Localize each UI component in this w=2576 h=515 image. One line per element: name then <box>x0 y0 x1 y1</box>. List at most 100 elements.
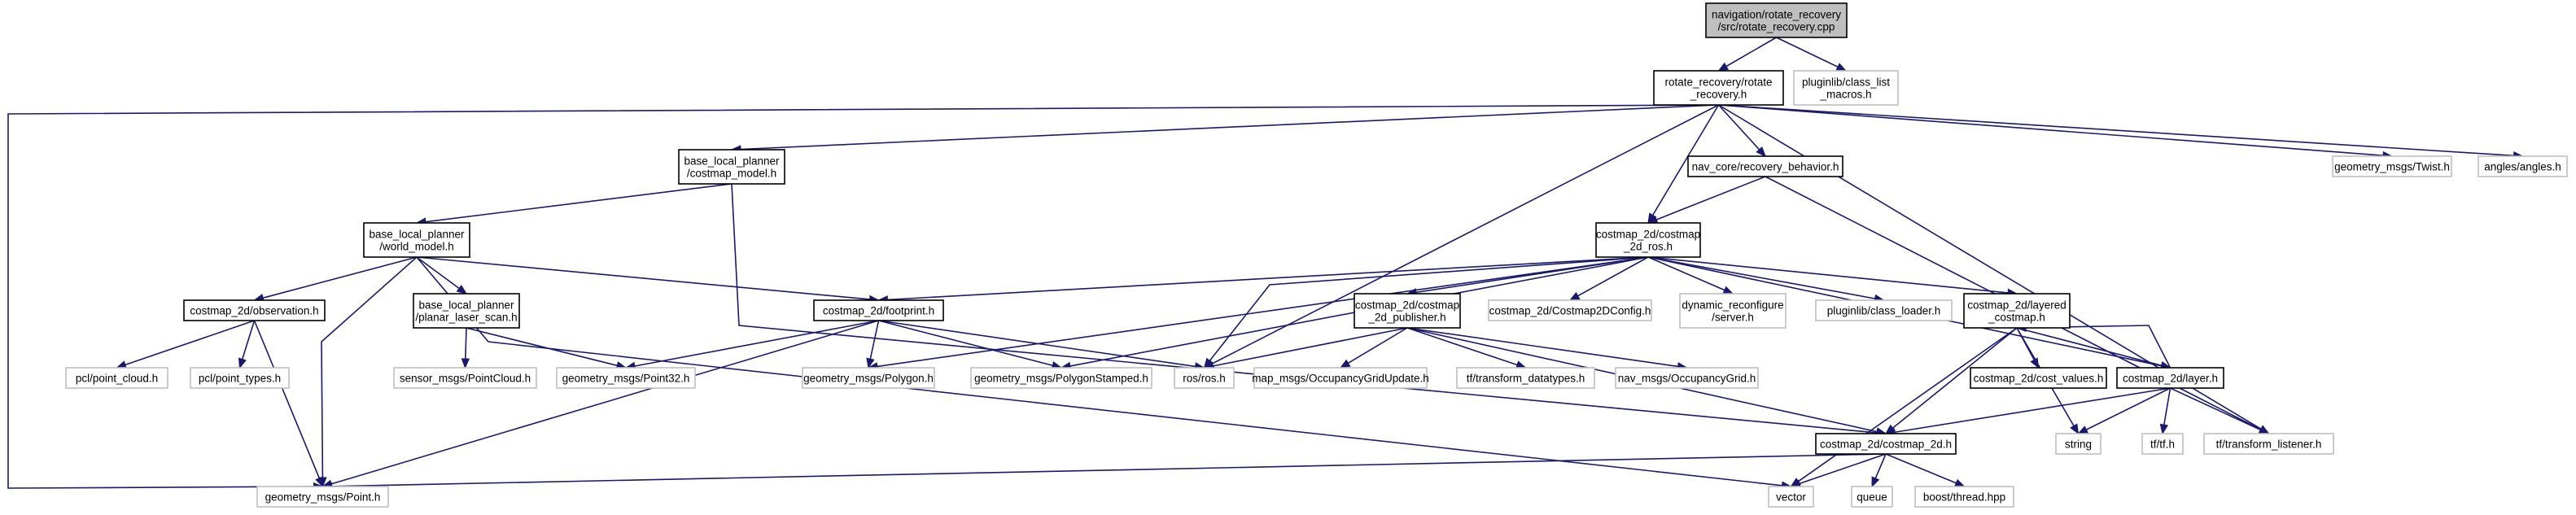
node-box <box>813 299 944 321</box>
edge-costmap_pub-to-ros_h <box>1213 327 1408 367</box>
node-box <box>1815 433 1957 455</box>
edge-layered_costmap-to-costmap_2d <box>1892 327 2018 429</box>
node-label: vector <box>1776 491 1806 504</box>
arrowhead-footprint-to-polygon <box>866 357 875 369</box>
node-label: costmap_2d/Costmap2DConfig.h <box>1489 305 1651 317</box>
node-polygon-stamped[interactable]: geometry_msgs/PolygonStamped.h <box>970 367 1152 389</box>
node-label: angles/angles.h <box>2484 161 2561 173</box>
edge-footprint-to-point32 <box>634 320 879 367</box>
node-label: costmap_2d/observation.h <box>190 305 318 317</box>
node-box <box>65 367 168 389</box>
node-box <box>1653 70 1784 106</box>
node-box <box>1687 155 1843 177</box>
edge-costmap_pub-to-occ_update <box>1348 327 1408 364</box>
node-occ-grid[interactable]: nav_msgs/OccupancyGrid.h <box>1615 367 1759 389</box>
edge-layer-to-string <box>2086 387 2171 430</box>
node-observation[interactable]: costmap_2d/observation.h <box>183 299 326 321</box>
node-label: map_msgs/OccupancyGridUpdate.h <box>1252 373 1429 385</box>
node-label: /planar_laser_scan.h <box>415 312 517 324</box>
edge-blp_costmap_model-to-costmap_2d <box>731 183 1878 434</box>
edge-layer-to-costmap_2d <box>1894 387 2171 434</box>
node-label: /world_model.h <box>379 241 454 253</box>
node-pluginlib-cl[interactable]: pluginlib/class_list_macros.h <box>1793 70 1899 106</box>
node-blp-world-model[interactable]: base_local_planner/world_model.h <box>363 222 470 258</box>
node-label: ros/ros.h <box>1183 373 1226 385</box>
edge-blp_world_model-to-blp_pls <box>416 256 460 290</box>
arrowhead-observation-to-point_h <box>315 476 324 488</box>
node-label: _2d_publisher.h <box>1367 312 1445 324</box>
node-blp-costmap-model[interactable]: base_local_planner/costmap_model.h <box>678 149 785 185</box>
node-tf-datatypes[interactable]: tf/transform_datatypes.h <box>1456 367 1595 389</box>
edge-costmap_pub-to-occ_grid <box>1406 327 1678 368</box>
node-sensor-pc[interactable]: sensor_msgs/PointCloud.h <box>393 367 537 389</box>
edge-layer-to-tf_listener <box>2170 387 2261 431</box>
edge-observation-to-point_h <box>253 320 321 479</box>
node-box <box>1793 70 1899 106</box>
node-queue[interactable]: queue <box>1851 486 1893 508</box>
node-occ-update[interactable]: map_msgs/OccupancyGridUpdate.h <box>1252 367 1429 389</box>
arrowhead-rr_h-to-nav_core_rb <box>1756 146 1766 157</box>
node-box <box>1815 299 1953 321</box>
node-point-h[interactable]: geometry_msgs/Point.h <box>256 486 389 508</box>
node-label: dynamic_reconfigure <box>1682 299 1783 312</box>
node-label: sensor_msgs/PointCloud.h <box>400 373 531 385</box>
node-label: geometry_msgs/Point.h <box>265 491 381 504</box>
node-box <box>256 486 389 508</box>
node-box <box>2203 433 2334 455</box>
node-twist[interactable]: geometry_msgs/Twist.h <box>2332 155 2452 177</box>
node-boost-thread[interactable]: boost/thread.hpp <box>1914 486 2014 508</box>
node-c2d-config[interactable]: costmap_2d/Costmap2DConfig.h <box>1488 299 1652 321</box>
node-box <box>1253 367 1428 389</box>
node-angles[interactable]: angles/angles.h <box>2478 155 2568 177</box>
node-ros-h[interactable]: ros/ros.h <box>1174 367 1235 389</box>
node-label: tf/tf.h <box>2150 439 2175 451</box>
node-box <box>1851 486 1893 508</box>
arrowhead-layer-to-tf_h <box>2159 423 2169 435</box>
edge-layer-to-tf_h <box>2163 387 2171 426</box>
edge-footprint-to-polygon <box>869 320 880 360</box>
edge-costmap_ros-to-ros_h <box>1209 256 1649 361</box>
node-vector[interactable]: vector <box>1768 486 1814 508</box>
node-costmap-pub[interactable]: costmap_2d/costmap_2d_publisher.h <box>1354 293 1461 329</box>
edge-blp_world_model-to-vector <box>416 256 1782 487</box>
node-rr-h[interactable]: rotate_recovery/rotate_recovery.h <box>1653 70 1784 106</box>
node-nav-core-rb[interactable]: nav_core/recovery_behavior.h <box>1687 155 1843 177</box>
node-layered-costmap[interactable]: costmap_2d/layered_costmap.h <box>1963 293 2071 329</box>
edge-observation-to-pcl_pt <box>241 320 256 360</box>
node-label: navigation/rotate_recovery <box>1712 9 1841 21</box>
node-box <box>2332 155 2452 177</box>
edge-costmap_2d-to-queue <box>1874 453 1887 479</box>
node-tf-listener[interactable]: tf/transform_listener.h <box>2203 433 2334 455</box>
node-pl-class-loader[interactable]: pluginlib/class_loader.h <box>1815 299 1953 321</box>
node-blp-pls[interactable]: base_local_planner/planar_laser_scan.h <box>413 293 520 329</box>
node-costmap-ros[interactable]: costmap_2d/costmap_2d_ros.h <box>1595 222 1701 258</box>
node-label: pcl/point_types.h <box>199 373 281 385</box>
arrowhead-root-to-rr_h <box>1717 62 1730 72</box>
node-label: costmap_2d/layered <box>1967 299 2066 312</box>
node-pcl-pt[interactable]: pcl/point_types.h <box>190 367 290 389</box>
node-costmap-2d[interactable]: costmap_2d/costmap_2d.h <box>1815 433 1957 455</box>
node-string[interactable]: string <box>2055 433 2101 455</box>
node-label: geometry_msgs/Polygon.h <box>803 373 934 385</box>
node-point32[interactable]: geometry_msgs/Point32.h <box>556 367 696 389</box>
node-layer[interactable]: costmap_2d/layer.h <box>2116 367 2224 389</box>
node-tf-h[interactable]: tf/tf.h <box>2141 433 2184 455</box>
node-label: _recovery.h <box>1690 89 1747 101</box>
arrowhead-blp_pls-to-sensor_pc <box>461 358 470 369</box>
node-footprint[interactable]: costmap_2d/footprint.h <box>813 299 944 321</box>
edge-rr_h-to-point_h <box>7 104 1719 489</box>
node-polygon[interactable]: geometry_msgs/Polygon.h <box>802 367 935 389</box>
node-cost-values[interactable]: costmap_2d/cost_values.h <box>1970 367 2107 389</box>
edge-costmap_ros-to-polygon <box>877 256 1649 368</box>
node-root: navigation/rotate_recovery/src/rotate_re… <box>1705 2 1848 38</box>
node-label: costmap_2d/footprint.h <box>823 305 934 317</box>
node-box <box>2116 367 2224 389</box>
node-dyn-reconf[interactable]: dynamic_reconfigure/server.h <box>1679 293 1787 329</box>
node-box <box>1679 293 1787 329</box>
node-box <box>1768 486 1814 508</box>
node-box <box>1970 367 2107 389</box>
node-pcl-pc[interactable]: pcl/point_cloud.h <box>65 367 168 389</box>
edge-costmap_ros-to-pl_class_loader <box>1647 256 1875 299</box>
arrowhead-blp_world_model-to-blp_pls <box>456 284 468 295</box>
node-label: _macros.h <box>1819 89 1871 101</box>
